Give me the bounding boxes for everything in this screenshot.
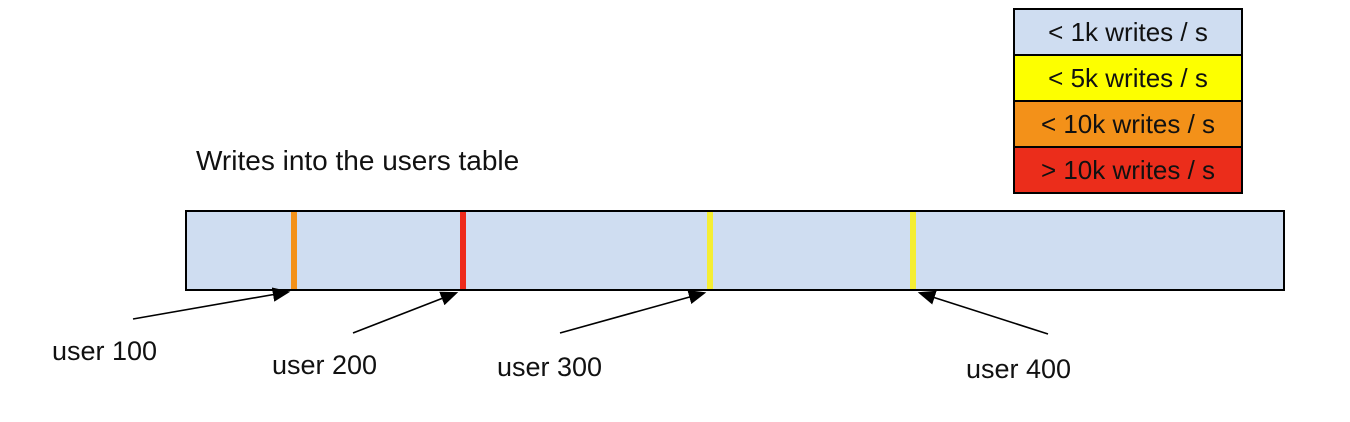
legend: < 1k writes / s < 5k writes / s < 10k wr… — [1013, 8, 1243, 194]
arrow-user-300 — [559, 290, 707, 334]
label-user-400: user 400 — [966, 354, 1072, 384]
label-user-200: user 200 — [272, 350, 378, 380]
label-user-300: user 300 — [497, 352, 603, 382]
legend-item-label: < 10k writes / s — [1040, 108, 1216, 139]
legend-item-lt-10k: < 10k writes / s — [1015, 102, 1241, 148]
legend-item-lt-1k: < 1k writes / s — [1015, 10, 1241, 56]
diagram-title: Writes into the users table — [196, 145, 520, 176]
write-marker-user-100 — [291, 212, 297, 289]
write-marker-user-300 — [707, 212, 713, 289]
write-marker-user-400 — [910, 212, 916, 289]
label-user-100: user 100 — [52, 336, 158, 366]
legend-item-label: > 10k writes / s — [1040, 154, 1216, 185]
users-table-bar — [185, 210, 1285, 291]
arrow-user-200 — [352, 291, 459, 334]
legend-item-lt-5k: < 5k writes / s — [1015, 56, 1241, 102]
arrow-user-400 — [917, 290, 1049, 335]
write-marker-user-200 — [460, 212, 466, 289]
arrow-user-100 — [132, 287, 291, 320]
legend-item-label: < 5k writes / s — [1048, 62, 1208, 93]
legend-item-gt-10k: > 10k writes / s — [1015, 148, 1241, 192]
legend-item-label: < 1k writes / s — [1048, 16, 1208, 47]
